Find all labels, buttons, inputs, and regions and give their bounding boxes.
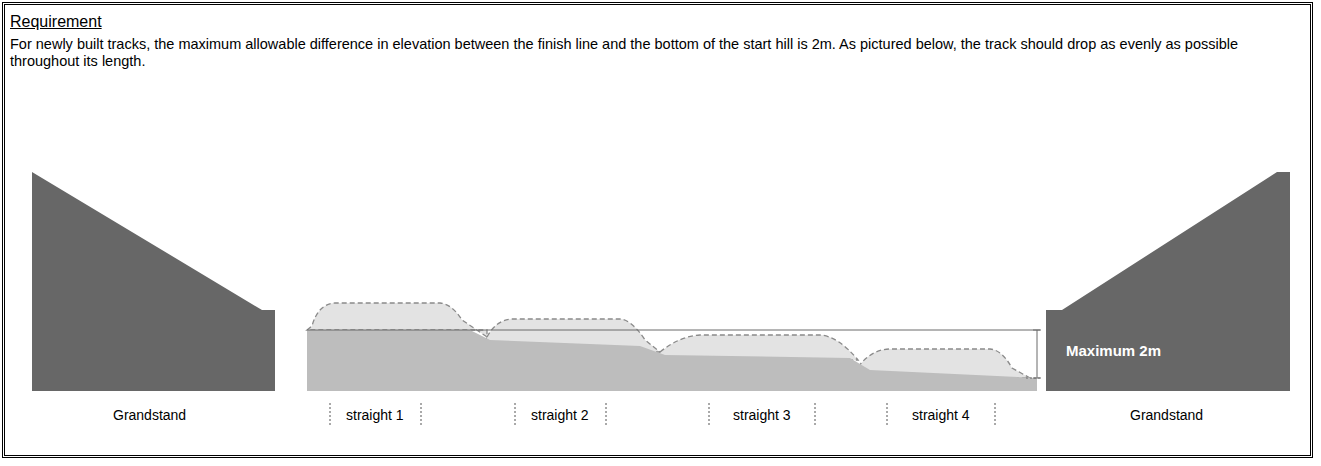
dimension-tick bbox=[1033, 330, 1041, 331]
dimension-tick bbox=[1026, 378, 1041, 379]
heading: Requirement bbox=[10, 12, 102, 31]
track-ground bbox=[307, 330, 1037, 391]
dimension-line bbox=[1037, 330, 1038, 378]
straight-label: straight 2 bbox=[531, 407, 589, 424]
grandstand-label: Grandstand bbox=[1130, 407, 1203, 424]
grandstand-label: Grandstand bbox=[113, 407, 186, 424]
straight-label: straight 4 bbox=[912, 407, 970, 424]
reference-line bbox=[307, 330, 1040, 331]
dimension-label: Maximum 2m bbox=[1066, 342, 1161, 360]
grandstand-shape bbox=[1046, 172, 1290, 391]
grandstand-shape bbox=[32, 172, 275, 391]
requirement-text: For newly built tracks, the maximum allo… bbox=[10, 36, 1306, 71]
straight-label: straight 1 bbox=[346, 407, 404, 424]
straight-label: straight 3 bbox=[733, 407, 791, 424]
straight-markers bbox=[330, 403, 995, 425]
